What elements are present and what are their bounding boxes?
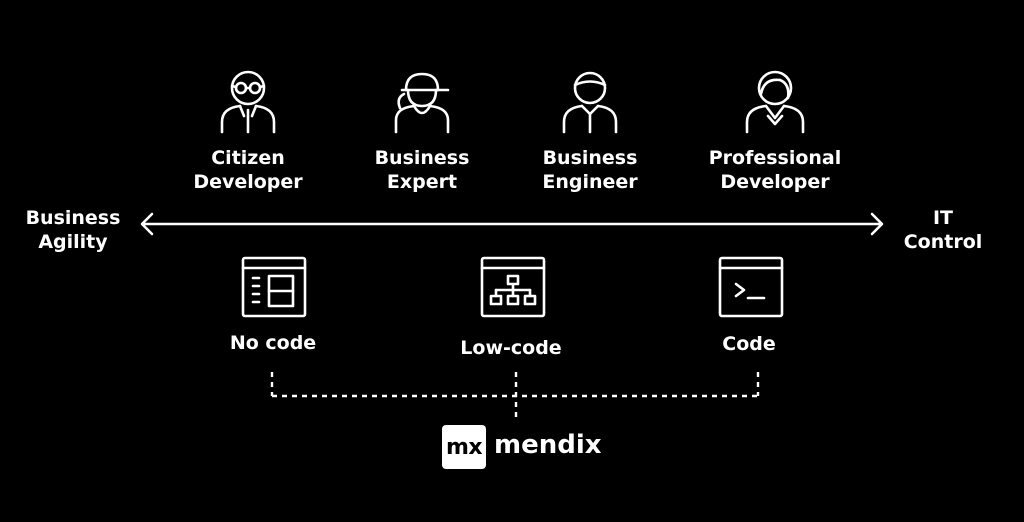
persona-line1: Citizen	[211, 147, 285, 169]
professional-developer-icon	[745, 70, 805, 134]
tool-label-code: Code	[722, 333, 776, 355]
persona-line1: Business	[374, 147, 470, 169]
business-expert-icon	[394, 72, 450, 134]
persona-label-professional-developer: Professional Developer	[685, 146, 865, 194]
mendix-logo-mark: mx	[442, 425, 486, 469]
persona-line1: Business	[542, 147, 638, 169]
tool-label-low-code: Low-code	[460, 337, 562, 359]
business-engineer-icon	[562, 71, 618, 134]
axis-left-label: Business Agility	[8, 206, 138, 254]
mendix-logo-word: mendix	[494, 430, 602, 460]
persona-line1: Professional	[708, 147, 842, 169]
low-code-flow-icon	[480, 256, 546, 318]
persona-line2: Expert	[386, 171, 458, 193]
axis-right-line2: Control	[903, 231, 983, 253]
arrow-right-icon	[870, 212, 884, 236]
persona-line2: Developer	[193, 171, 303, 193]
persona-label-citizen-developer: Citizen Developer	[158, 146, 338, 194]
tool-label-no-code: No code	[229, 332, 317, 354]
arrow-left-icon	[140, 212, 154, 236]
no-code-window-icon	[241, 256, 307, 318]
persona-label-business-engineer: Business Engineer	[500, 146, 680, 194]
axis-right-label: IT Control	[878, 206, 1008, 254]
axis-left-line1: Business	[25, 207, 121, 229]
terminal-window-icon	[718, 256, 784, 318]
persona-label-business-expert: Business Expert	[332, 146, 512, 194]
citizen-developer-icon	[220, 70, 276, 134]
persona-line2: Engineer	[542, 171, 638, 193]
persona-line2: Developer	[720, 171, 830, 193]
axis-left-line2: Agility	[38, 231, 108, 253]
axis-right-line1: IT	[932, 207, 954, 229]
